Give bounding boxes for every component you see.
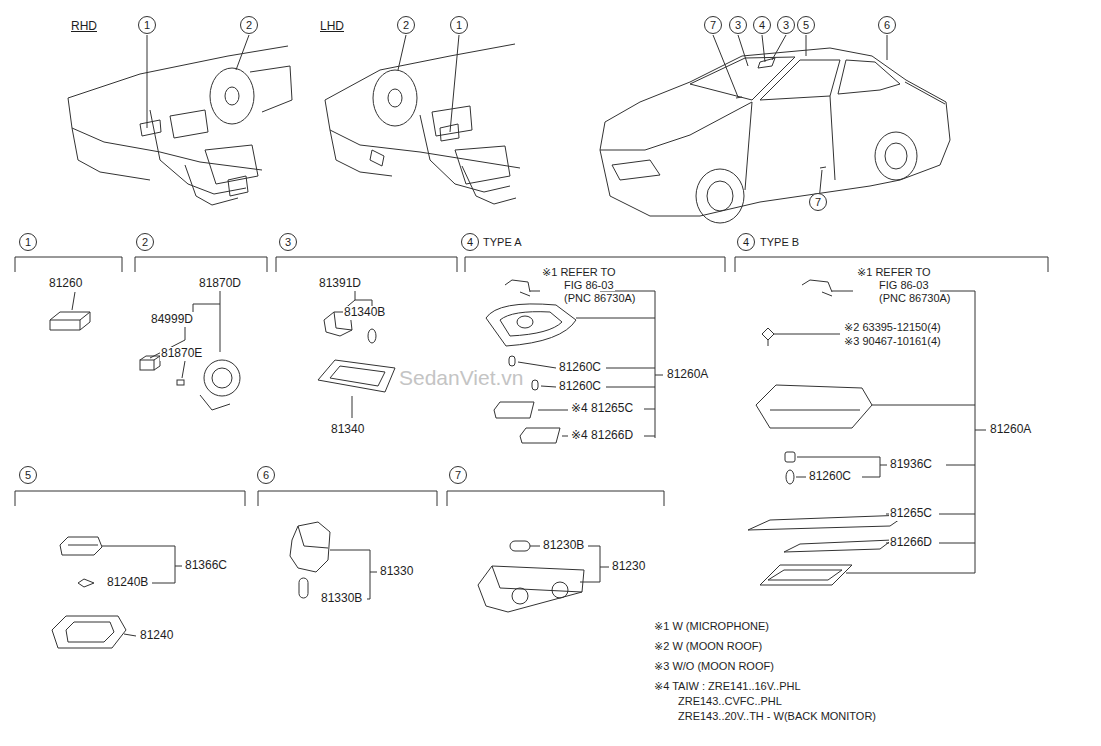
footnote: ZRE143..20V..TH - W(BACK MONITOR) <box>677 710 877 723</box>
drive-side-label: RHD <box>70 20 98 34</box>
part-number: 81240B <box>106 576 149 590</box>
parts-section-6 <box>290 522 377 599</box>
parts-section-2 <box>140 291 240 410</box>
car-body <box>600 48 950 223</box>
callout-circle: 2 <box>136 233 154 251</box>
callout-number: 4 <box>461 233 479 251</box>
callout-circle: 6 <box>878 16 896 34</box>
part-number: 81240 <box>139 629 174 643</box>
part-number: 84999D <box>150 313 194 327</box>
callout-circle: 7 <box>449 466 467 484</box>
part-number: 81260C <box>558 361 602 375</box>
part-number: 81330B <box>320 592 363 606</box>
callout-number: 4 <box>753 16 771 34</box>
callout-number: 2 <box>397 16 415 34</box>
callout-circle: 2 <box>397 16 415 34</box>
reference-note: FIG 86-03 <box>563 279 615 292</box>
part-number: 81260A <box>666 368 709 382</box>
callout-circle: 1 <box>19 233 37 251</box>
callout-number: 5 <box>797 16 815 34</box>
part-number: 81870D <box>198 277 242 291</box>
part-number: 81230 <box>611 560 646 574</box>
dashboard-rhd <box>68 46 292 205</box>
drive-side-label: LHD <box>319 20 345 34</box>
callout-number: 2 <box>136 233 154 251</box>
callout-number: 7 <box>809 193 827 211</box>
reference-note: ※1 REFER TO <box>856 266 932 279</box>
parts-type-a <box>486 280 663 443</box>
parts-section-3 <box>318 291 395 418</box>
callout-number: 6 <box>878 16 896 34</box>
footnote: ※1 W (MICROPHONE) <box>653 620 770 633</box>
part-number: 81265C <box>889 507 933 521</box>
part-number: 81260C <box>808 470 852 484</box>
part-number: 81330 <box>379 565 414 579</box>
type-label: TYPE B <box>759 236 800 249</box>
part-number: 81391D <box>318 277 362 291</box>
callout-circle: 3 <box>729 16 747 34</box>
callout-circle: 5 <box>797 16 815 34</box>
callout-circle: 4 <box>753 16 771 34</box>
callout-number: 7 <box>704 16 722 34</box>
callout-circle: 2 <box>240 16 258 34</box>
callout-number: 4 <box>737 233 755 251</box>
reference-note: ※1 REFER TO <box>541 266 617 279</box>
callout-circle: 3 <box>279 233 297 251</box>
callout-number: 3 <box>729 16 747 34</box>
callout-circle: 5 <box>19 466 37 484</box>
callout-number: 1 <box>450 16 468 34</box>
parts-section-5 <box>52 537 182 648</box>
footnote: ※4 TAIW : ZRE141..16V..PHL <box>653 680 802 693</box>
part-number: 81266D <box>889 536 933 550</box>
part-number: ※4 81265C <box>570 402 634 416</box>
callout-number: 3 <box>279 233 297 251</box>
reference-note: FIG 86-03 <box>878 279 930 292</box>
part-number: 81340B <box>343 306 386 320</box>
part-number: 81260A <box>989 423 1032 437</box>
part-number: 81366C <box>184 559 228 573</box>
callout-number: 1 <box>19 233 37 251</box>
part-number: ※2 63395-12150(4) <box>843 321 942 334</box>
part-number: 81936C <box>889 458 933 472</box>
part-number: 81260 <box>48 277 83 291</box>
callout-circle: 6 <box>257 466 275 484</box>
part-number: ※3 90467-10161(4) <box>843 335 942 348</box>
callout-number: 6 <box>257 466 275 484</box>
watermark: SedanViet.vn <box>398 366 525 390</box>
part-number: 81340 <box>330 423 365 437</box>
callout-circle: 7 <box>809 193 827 211</box>
section-brackets <box>15 257 1048 506</box>
callout-number: 5 <box>19 466 37 484</box>
part-number: ※4 81266D <box>570 429 634 443</box>
part-number: 81260C <box>558 380 602 394</box>
reference-note: (PNC 86730A) <box>563 292 637 305</box>
callout-circle: 3 <box>777 16 795 34</box>
callout-circle: 4 <box>461 233 479 251</box>
part-81260 <box>50 292 90 330</box>
footnote: ZRE143..CVFC..PHL <box>677 695 783 708</box>
footnote: ※3 W/O (MOON ROOF) <box>653 660 775 673</box>
part-number: 81230B <box>542 539 585 553</box>
reference-note: (PNC 86730A) <box>878 292 952 305</box>
callout-circle: 1 <box>450 16 468 34</box>
dashboard-lhd <box>325 44 520 204</box>
callout-circle: 4 <box>737 233 755 251</box>
parts-type-b <box>748 280 986 585</box>
footnote: ※2 W (MOON ROOF) <box>653 640 763 653</box>
callout-number: 1 <box>138 16 156 34</box>
callout-number: 2 <box>240 16 258 34</box>
callout-circle: 7 <box>704 16 722 34</box>
callout-circle: 1 <box>138 16 156 34</box>
callout-leaders <box>147 35 887 211</box>
type-label: TYPE A <box>482 236 523 249</box>
callout-number: 7 <box>449 466 467 484</box>
part-number: 81870E <box>160 347 203 361</box>
callout-number: 3 <box>777 16 795 34</box>
